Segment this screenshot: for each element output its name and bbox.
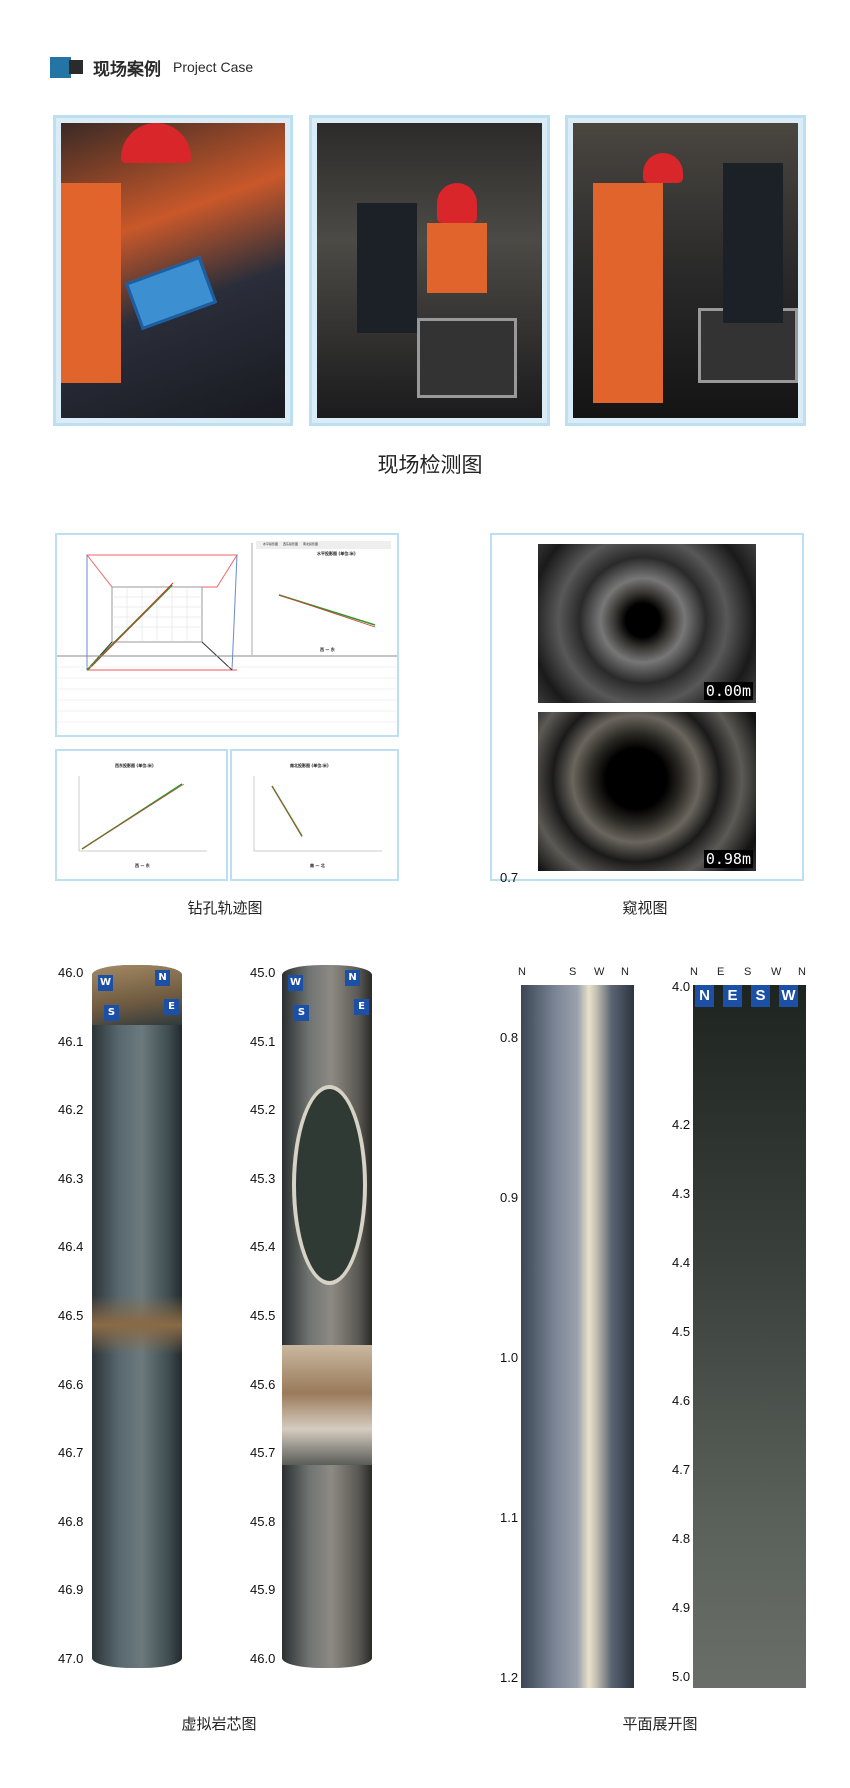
unwrap-caption: 平面展开图 [622, 1715, 698, 1733]
core1-ticks-label: 46.2 [58, 1102, 84, 1118]
core2-marker-e: E [354, 999, 369, 1015]
core2-ticks-label: 45.4 [250, 1239, 276, 1255]
field-caption: 现场检测图 [377, 453, 483, 477]
core2-marker-n: N [345, 970, 360, 986]
u2-ticks-label: 4.2 [672, 1117, 691, 1132]
horizontal-axis-label: 西 — 东 [320, 647, 335, 652]
borescope-image-top: 0.00m [538, 544, 756, 703]
core1-marker-n: N [155, 970, 170, 986]
unwrap-image-2: N E S W [693, 985, 806, 1688]
core2-ticks-label: 45.1 [250, 1033, 276, 1049]
horizontal-projection-title: 水平投影图 (单位:米) [317, 551, 356, 556]
core2-ticks-label: 45.9 [250, 1582, 276, 1598]
core2-ticks-label: 45.5 [250, 1308, 276, 1323]
core2-marker-w: W [288, 975, 303, 991]
u1-ticks-label: 1.2 [500, 1670, 519, 1685]
u1-ticks-label: 1.0 [500, 1350, 519, 1365]
u2-ticks-label: 4.7 [672, 1462, 691, 1477]
core2-ticks-label: 46.0 [250, 1651, 276, 1666]
u1-ticks-label: 1.1 [500, 1510, 519, 1525]
core1-ticks-label: 46.4 [58, 1239, 84, 1255]
core1-ticks-label: 46.6 [58, 1376, 84, 1392]
core2-ticks-label: 45.8 [250, 1513, 276, 1529]
u1-dirs-label: W [594, 966, 605, 978]
u1-dirs-label: N [621, 966, 629, 978]
tab-horizontal[interactable]: 水平投影图 [263, 542, 279, 546]
u2-dirs-label: N [798, 966, 806, 978]
borescope-image-bottom: 0.98m [538, 712, 756, 871]
unwrap2-tag-n: N [695, 985, 714, 1007]
u2-dirs-label: E [717, 966, 725, 978]
core2-ticks-label: 45.6 [250, 1376, 276, 1392]
u1-ticks-label: 0.7 [500, 870, 519, 885]
ns-title: 南北投影图 (单位:米) [290, 763, 329, 768]
core2-ticks-label: 45.2 [250, 1102, 276, 1118]
east-west-projection: 西东投影图 (单位:米) 西 — 东 [55, 749, 228, 881]
header-accent-icon [50, 56, 71, 78]
field-photo-1 [53, 115, 293, 426]
tab-north-south[interactable]: 南北投影图 [303, 542, 319, 546]
ns-axis-label: 南 — 北 [310, 863, 325, 868]
trajectory-3d-view [57, 535, 397, 735]
u2-ticks-label: 5.0 [672, 1669, 691, 1684]
core1-marker-s: S [104, 1005, 119, 1021]
u2-dirs-label: N [690, 966, 698, 978]
borescope-panel: 0.00m 0.98m [490, 533, 804, 881]
core1-ticks-label: 46.7 [58, 1445, 84, 1461]
header-title-cn: 现场案例 [93, 59, 161, 80]
core1-ticks-label: 46.9 [58, 1582, 84, 1598]
u1-ticks-label: 0.9 [500, 1190, 519, 1205]
unwrap-image-1 [521, 985, 634, 1688]
core1-ticks-label: 46.1 [58, 1033, 84, 1049]
u1-dirs-label: S [569, 966, 577, 978]
core2-ticks-label: 45.0 [250, 965, 276, 980]
u2-dirs-label: W [771, 966, 782, 978]
core1-marker-w: W [98, 975, 113, 991]
core1-ticks-label: 46.3 [58, 1170, 84, 1186]
u2-ticks-label: 4.8 [672, 1531, 691, 1546]
ns-chart [253, 776, 382, 852]
core2-ticks-label: 45.3 [250, 1170, 276, 1186]
u1-dirs-label: N [518, 966, 526, 978]
core2-marker-s: S [294, 1005, 309, 1021]
section-header: 现场案例 Project Case [50, 55, 254, 80]
ew-axis-label: 西 — 东 [135, 863, 150, 868]
u2-ticks-label: 4.4 [672, 1255, 691, 1270]
core2-ticks-label: 45.7 [250, 1445, 276, 1461]
unwrap2-tag-s: S [751, 985, 770, 1007]
u1-ticks-label: 0.8 [500, 1030, 519, 1045]
virtual-core-1: W N E S [92, 965, 182, 1668]
core1-ticks-label: 46.8 [58, 1513, 84, 1529]
u2-ticks-label: 4.0 [672, 979, 691, 994]
ew-title: 西东投影图 (单位:米) [115, 763, 154, 768]
borescope-caption: 窥视图 [622, 899, 668, 917]
core1-ticks-label: 47.0 [58, 1651, 84, 1666]
core1-marker-e: E [164, 999, 179, 1015]
u2-dirs-label: S [744, 966, 752, 978]
core1-ticks-label: 46.5 [58, 1308, 84, 1323]
field-photo-2 [309, 115, 550, 426]
core1-ticks-label: 46.0 [58, 965, 84, 980]
tab-east-west[interactable]: 西东投影图 [283, 542, 299, 546]
unwrap2-tag-w: W [779, 985, 798, 1007]
trajectory-main-panel: 水平投影图 (单位:米) 水平投影图 西东投影图 南北投影图 西 — 东 [55, 533, 399, 737]
north-south-projection: 南北投影图 (单位:米) 南 — 北 [230, 749, 399, 881]
trajectory-caption: 钻孔轨迹图 [187, 899, 263, 917]
unwrap2-tag-e: E [723, 985, 742, 1007]
virtual-core-caption: 虚拟岩芯图 [181, 1715, 257, 1733]
ew-chart [78, 776, 207, 852]
depth-label-top: 0.00m [703, 682, 753, 700]
u2-ticks-label: 4.3 [672, 1186, 691, 1201]
virtual-core-2: W N E S [282, 965, 372, 1668]
u2-ticks-label: 4.5 [672, 1324, 691, 1339]
depth-label-bottom: 0.98m [703, 850, 753, 868]
header-square-icon [69, 60, 83, 74]
u2-ticks-label: 4.9 [672, 1600, 691, 1615]
u2-ticks-label: 4.6 [672, 1393, 691, 1408]
header-title-en: Project Case [173, 59, 254, 75]
field-photo-3 [565, 115, 806, 426]
